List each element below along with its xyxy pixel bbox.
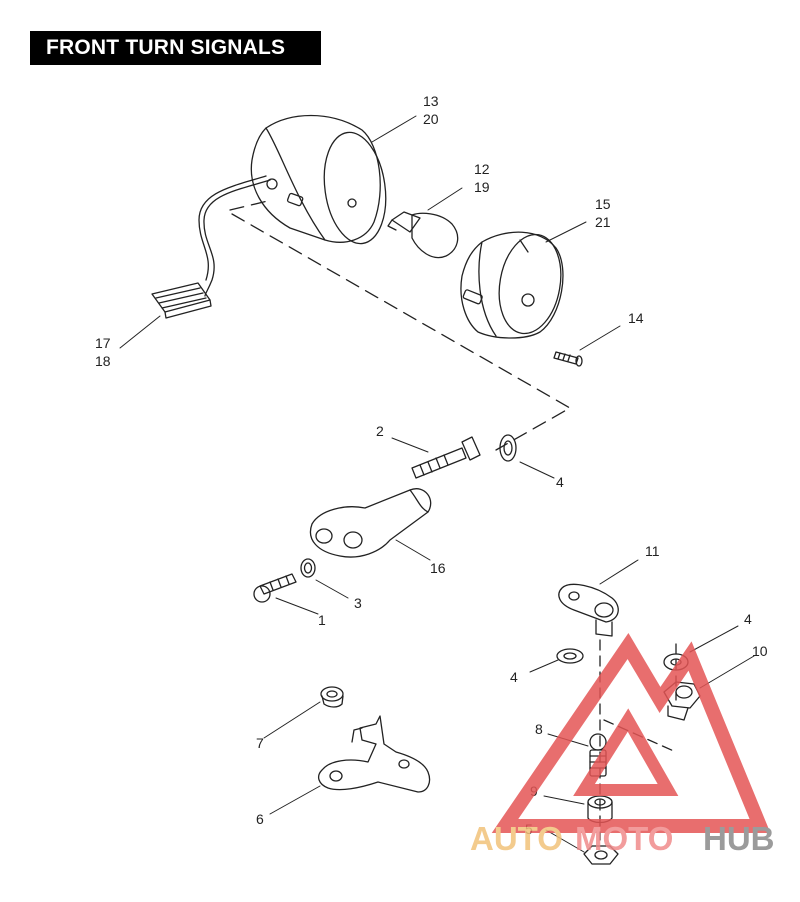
callout-4-upper: 4 xyxy=(556,474,564,490)
lens xyxy=(460,231,564,339)
callout-19: 19 xyxy=(474,179,490,195)
bulb xyxy=(387,211,459,259)
assembly-dashed-line xyxy=(229,199,571,451)
callout-6: 6 xyxy=(256,811,264,827)
callout-3: 3 xyxy=(354,595,362,611)
callout-4-left: 4 xyxy=(510,669,518,685)
callout-12: 12 xyxy=(474,161,490,177)
callout-4-right: 4 xyxy=(744,611,752,627)
star-washer-left xyxy=(556,648,584,664)
grommet xyxy=(320,686,344,708)
callout-11: 11 xyxy=(645,543,660,559)
callout-17: 17 xyxy=(95,335,111,351)
callout-21: 21 xyxy=(595,214,611,230)
flat-washer xyxy=(300,558,316,578)
callout-14: 14 xyxy=(628,310,644,326)
star-washer-upper xyxy=(499,434,517,462)
callout-labels: 13 20 12 19 15 21 14 17 18 2 4 16 3 1 11… xyxy=(95,93,768,837)
watermark-hub: HUB xyxy=(703,820,775,857)
mounting-bracket xyxy=(317,715,431,793)
turn-signal-housing xyxy=(250,114,387,245)
callout-1: 1 xyxy=(318,612,326,628)
cap-screw xyxy=(253,573,297,603)
mounting-arm xyxy=(309,488,432,558)
clamp-plate xyxy=(558,583,619,637)
wiring-connector xyxy=(151,175,271,319)
callout-20: 20 xyxy=(423,111,439,127)
callout-leaders xyxy=(119,115,755,853)
callout-10: 10 xyxy=(752,643,768,659)
callout-8: 8 xyxy=(535,721,543,737)
callout-13: 13 xyxy=(423,93,439,109)
callout-2: 2 xyxy=(376,423,384,439)
callout-18: 18 xyxy=(95,353,111,369)
watermark-auto: AUTO xyxy=(470,820,563,857)
automotohub-watermark: AUTO MOTO HUB xyxy=(470,632,775,857)
page-title: FRONT TURN SIGNALS xyxy=(30,31,321,65)
lens-screw xyxy=(553,351,583,367)
callout-15: 15 xyxy=(595,196,611,212)
callout-16: 16 xyxy=(430,560,446,576)
callout-7: 7 xyxy=(256,735,264,751)
watermark-moto: MOTO xyxy=(575,820,673,857)
bolt xyxy=(411,436,481,479)
hex-nut xyxy=(583,845,619,865)
